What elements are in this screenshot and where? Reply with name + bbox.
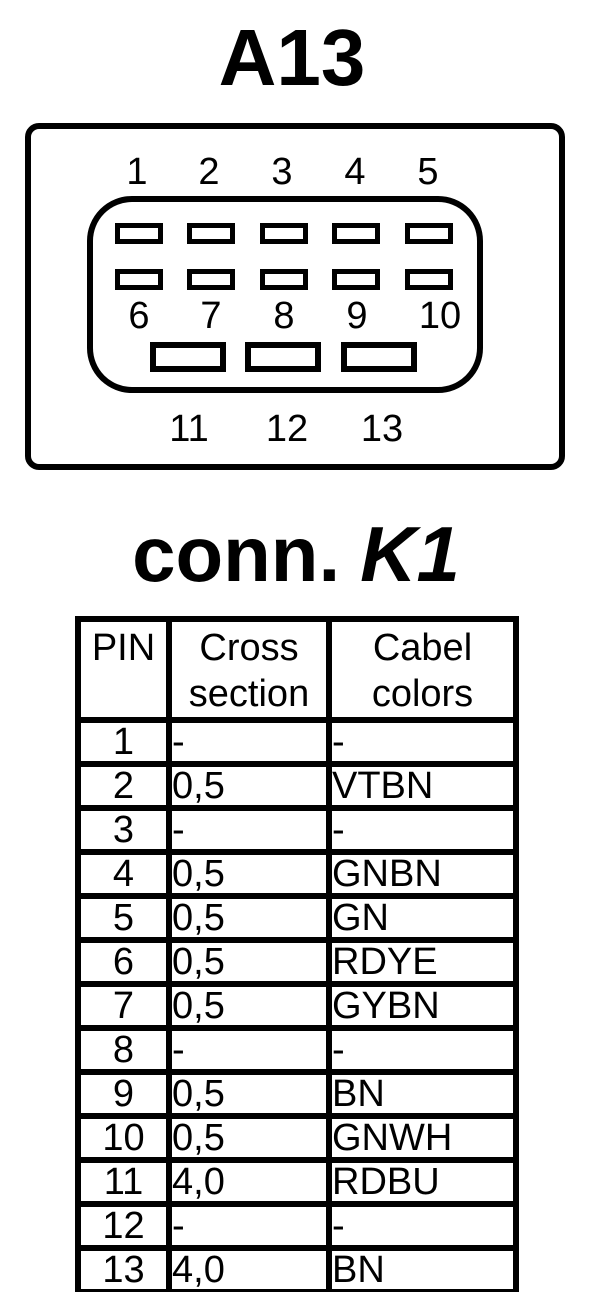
cell-pin: 6 — [75, 937, 172, 987]
cell-color: GYBN — [326, 981, 519, 1031]
cell-pin: 1 — [75, 717, 172, 767]
cell-cross: 0,5 — [166, 1069, 332, 1119]
pin-label-12: 12 — [265, 408, 309, 450]
cell-cross: 4,0 — [166, 1157, 332, 1207]
pin-slot-9 — [332, 269, 380, 290]
cell-cross: 4,0 — [166, 1245, 332, 1292]
cell-cross: - — [166, 1201, 332, 1251]
table-row: 1 - - — [75, 717, 519, 767]
cell-color: RDBU — [326, 1157, 519, 1207]
cell-color: - — [326, 1025, 519, 1075]
pinout-table-container: PIN Cross section Cabel colors 1 — [75, 616, 519, 1292]
pinout-table: PIN Cross section Cabel colors 1 — [75, 616, 519, 1292]
pin-label-5: 5 — [417, 151, 439, 193]
pin-label-9: 9 — [346, 295, 368, 337]
header-pin: PIN — [75, 616, 172, 723]
pin-label-7: 7 — [200, 295, 222, 337]
table-row: 2 0,5 VTBN — [75, 761, 519, 811]
pin-label-13: 13 — [360, 408, 404, 450]
cell-pin: 5 — [75, 893, 172, 943]
connector-name-title: conn.K1 — [0, 515, 592, 593]
table-row: 7 0,5 GYBN — [75, 981, 519, 1031]
cell-color: BN — [326, 1245, 519, 1292]
pin-slot-6 — [115, 269, 163, 290]
header-cable-colors: Cabel colors — [326, 616, 519, 723]
cell-pin: 7 — [75, 981, 172, 1031]
table-row: 8 - - — [75, 1025, 519, 1075]
cell-color: BN — [326, 1069, 519, 1119]
table-header-row: PIN Cross section Cabel colors — [75, 616, 519, 723]
cell-color: GN — [326, 893, 519, 943]
cell-color: - — [326, 1201, 519, 1251]
pin-label-8: 8 — [273, 295, 295, 337]
pin-slot-11 — [150, 342, 226, 372]
cell-pin: 11 — [75, 1157, 172, 1207]
cell-cross: - — [166, 805, 332, 855]
cell-pin: 2 — [75, 761, 172, 811]
cell-pin: 13 — [75, 1245, 172, 1292]
cell-color: RDYE — [326, 937, 519, 987]
cell-cross: - — [166, 1025, 332, 1075]
cell-color: - — [326, 805, 519, 855]
table-row: 4 0,5 GNBN — [75, 849, 519, 899]
table-row: 6 0,5 RDYE — [75, 937, 519, 987]
table-row: 10 0,5 GNWH — [75, 1113, 519, 1163]
pin-label-3: 3 — [271, 151, 293, 193]
pin-slot-2 — [187, 223, 235, 244]
connector-title: A13 — [218, 13, 366, 102]
cell-cross: 0,5 — [166, 937, 332, 987]
cell-pin: 12 — [75, 1201, 172, 1251]
cell-pin: 4 — [75, 849, 172, 899]
cell-cross: 0,5 — [166, 1113, 332, 1163]
cell-color: - — [326, 717, 519, 767]
cell-color: VTBN — [326, 761, 519, 811]
cell-cross: 0,5 — [166, 893, 332, 943]
pin-slot-3 — [260, 223, 308, 244]
pin-label-10: 10 — [418, 295, 462, 337]
pin-slot-4 — [332, 223, 380, 244]
cell-pin: 10 — [75, 1113, 172, 1163]
cell-cross: 0,5 — [166, 849, 332, 899]
pin-label-4: 4 — [344, 151, 366, 193]
cell-color: GNWH — [326, 1113, 519, 1163]
pin-slot-10 — [405, 269, 453, 290]
table-row: 3 - - — [75, 805, 519, 855]
connector-name-prefix: conn. — [132, 510, 341, 598]
cell-cross: 0,5 — [166, 761, 332, 811]
table-row: 12 - - — [75, 1201, 519, 1251]
connector-name-id: K1 — [360, 510, 460, 598]
cell-cross: 0,5 — [166, 981, 332, 1031]
pin-slot-13 — [341, 342, 417, 372]
cell-cross: - — [166, 717, 332, 767]
cell-pin: 3 — [75, 805, 172, 855]
cell-pin: 9 — [75, 1069, 172, 1119]
pin-slot-1 — [115, 223, 163, 244]
pin-slot-7 — [187, 269, 235, 290]
pin-slot-12 — [245, 342, 321, 372]
table-row: 5 0,5 GN — [75, 893, 519, 943]
cell-pin: 8 — [75, 1025, 172, 1075]
pin-label-11: 11 — [169, 408, 209, 450]
pin-slot-5 — [405, 223, 453, 244]
pin-label-6: 6 — [128, 295, 150, 337]
cell-color: GNBN — [326, 849, 519, 899]
pin-label-1: 1 — [126, 151, 148, 193]
table-row: 9 0,5 BN — [75, 1069, 519, 1119]
pin-slot-8 — [260, 269, 308, 290]
table-row: 11 4,0 RDBU — [75, 1157, 519, 1207]
header-cross-section: Cross section — [166, 616, 332, 723]
pin-label-2: 2 — [198, 151, 220, 193]
table-row: 13 4,0 BN — [75, 1245, 519, 1292]
